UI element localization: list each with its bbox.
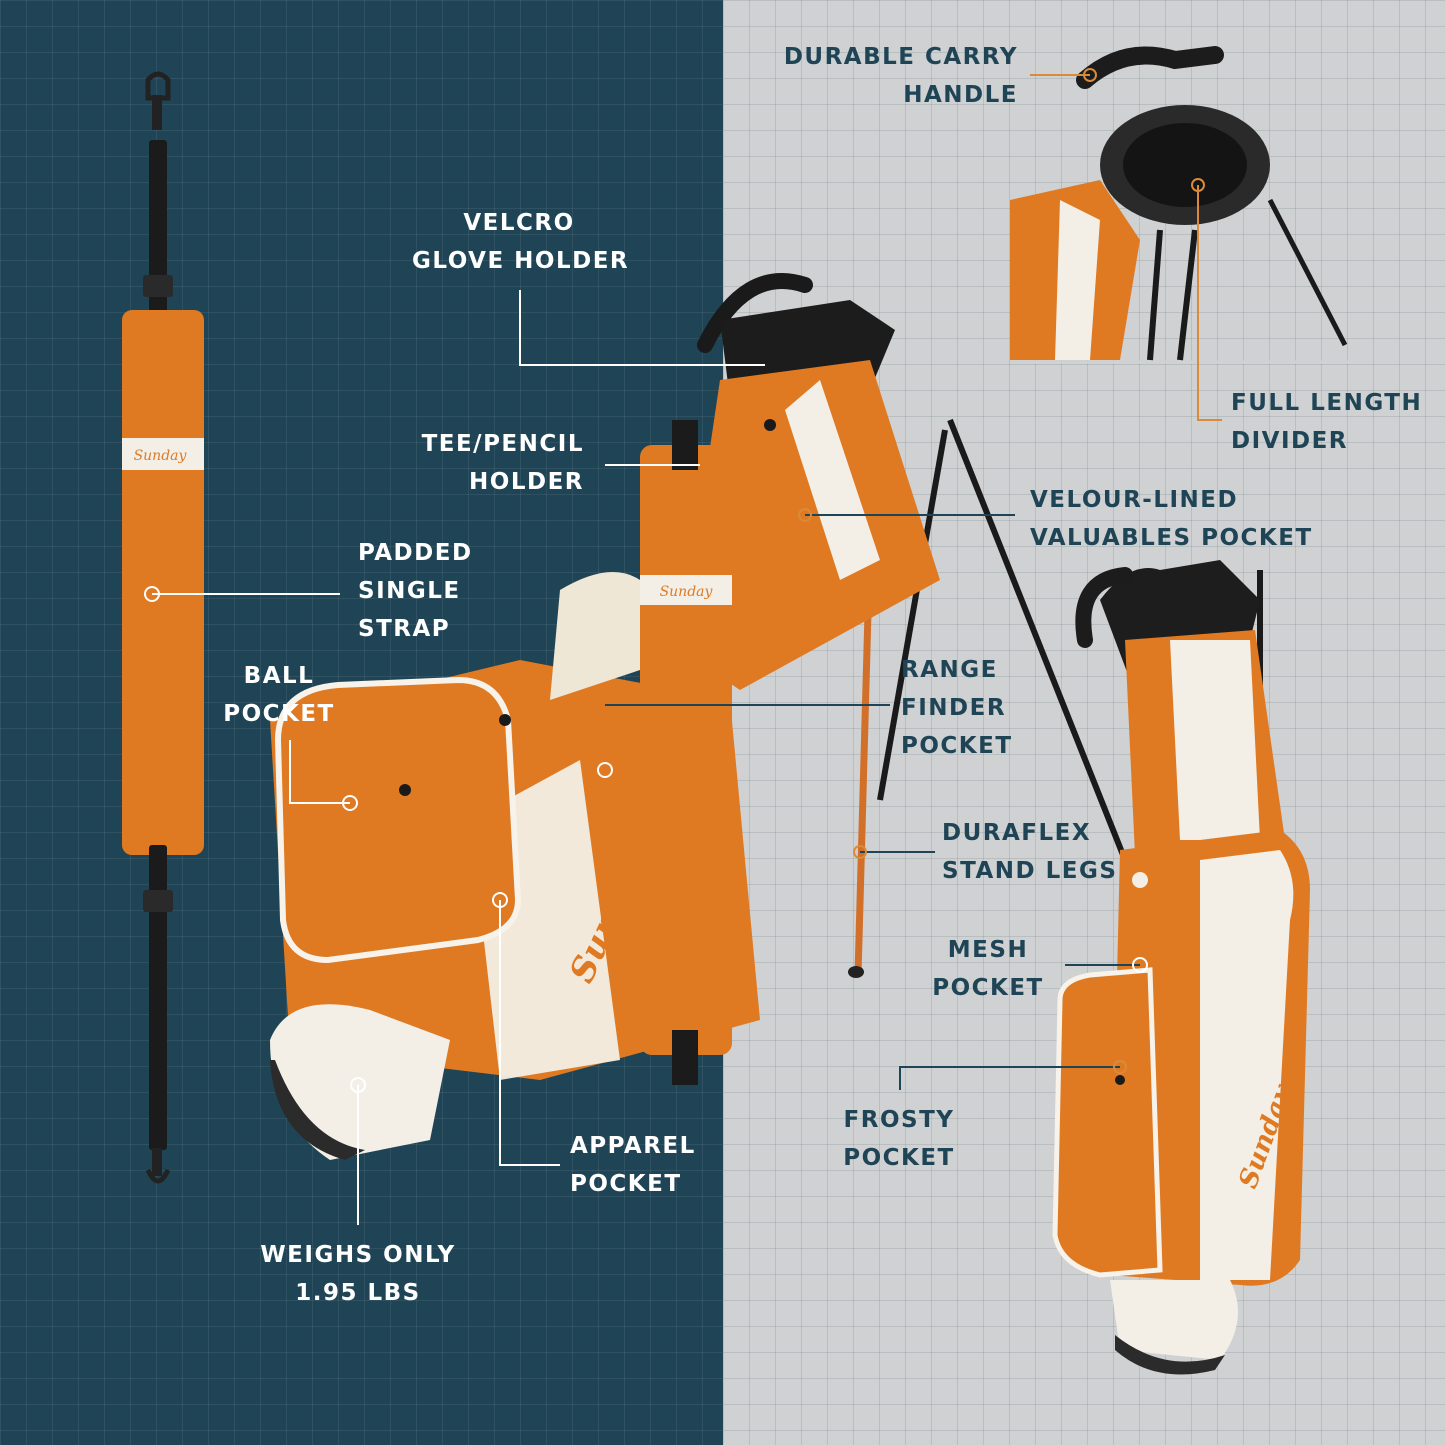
- frosty-leader-line: [899, 1066, 1120, 1090]
- svg-text:Sunday: Sunday: [134, 448, 188, 464]
- main-bag-image: Sunday Sunday: [270, 273, 1128, 1160]
- bag-top-inset-image: [1010, 46, 1350, 364]
- callout-lines: [152, 74, 1222, 1225]
- glove-leader-line: [519, 290, 765, 366]
- apparel-leader-line: [499, 900, 560, 1166]
- divider-leader-line: [1197, 185, 1222, 421]
- bag-side-view-image: Sunday: [1052, 560, 1310, 1375]
- shoulder-strap-image: Sunday: [122, 71, 204, 1184]
- svg-text:Sunday: Sunday: [660, 584, 714, 600]
- ball-pocket-leader-line: [289, 740, 350, 804]
- callout-dots: [144, 68, 1205, 1093]
